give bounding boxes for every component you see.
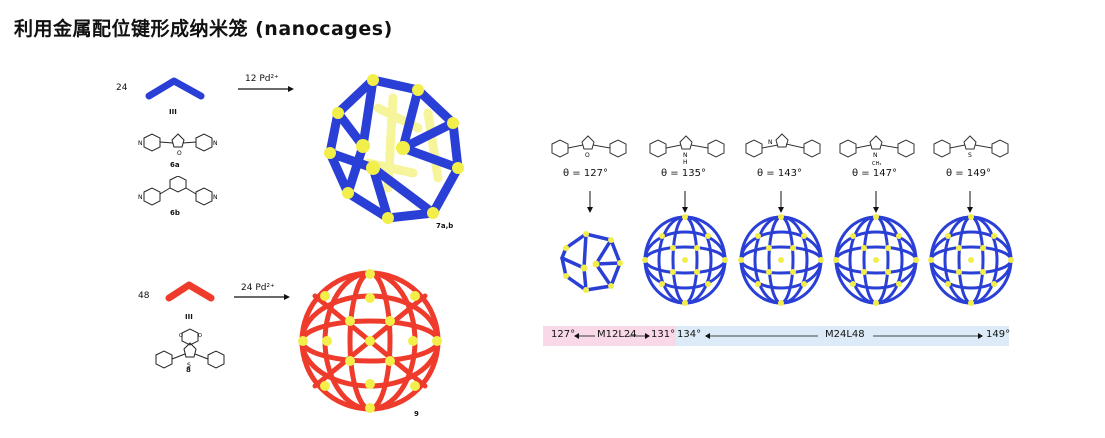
ligand-label-iii: III (169, 108, 177, 116)
molecule-label-8: 8 (186, 366, 191, 374)
red-nanocage-m24l48-icon (298, 269, 442, 413)
large-nanocage-147-icon (833, 214, 919, 306)
down-arrow-3-icon (778, 191, 784, 213)
large-nanocage-149-icon (928, 214, 1014, 306)
svg-text:O: O (585, 152, 590, 159)
large-nanocage-143-icon (738, 214, 824, 306)
down-arrow-2-icon (682, 191, 688, 213)
reagent-label-12pd: 12 Pd²⁺ (245, 74, 279, 84)
reagent-label-24pd: 24 Pd²⁺ (241, 283, 275, 293)
theta-label-147: θ = 147° (852, 168, 897, 179)
svg-text:S: S (968, 152, 972, 159)
ligand-furan-icon: O (551, 135, 627, 159)
molecule-6a-icon: O N N (138, 133, 218, 157)
molecule-6b-icon: N N (138, 176, 218, 206)
theta-label-135: θ = 135° (661, 168, 706, 179)
product-label-9: 9 (414, 410, 419, 418)
range-end-131: 131° (651, 329, 676, 340)
svg-text:O: O (177, 150, 182, 157)
svg-text:N: N (768, 139, 773, 146)
page-title: 利用金属配位键形成纳米笼 (nanocages) (14, 18, 393, 40)
angle-range-bar: 127° M12L24 131° 134° M24L48 149° (543, 326, 1011, 346)
range-start-134: 134° (677, 329, 702, 340)
svg-text:N: N (213, 194, 218, 201)
molecule-label-6a: 6a (170, 161, 180, 169)
range-start-127: 127° (551, 329, 576, 340)
molecule-label-6b: 6b (170, 209, 180, 217)
range-arrows-icon (574, 333, 983, 339)
svg-text:CH₃: CH₃ (872, 161, 881, 167)
ligand-label-iii-2: III (185, 313, 193, 321)
reaction-arrow-icon (238, 86, 294, 92)
red-ligand-bent-icon (165, 281, 215, 302)
product-label-7ab: 7a,b (436, 222, 454, 230)
svg-text:O: O (179, 333, 183, 339)
svg-text:O: O (198, 333, 202, 339)
blue-ligand-bent-icon (145, 77, 205, 100)
ligand-count-48: 48 (138, 291, 150, 301)
theta-label-127: θ = 127° (563, 168, 608, 179)
molecule-8-icon: S O O (155, 328, 225, 369)
svg-text:N: N (213, 140, 218, 147)
ligand-count-24: 24 (116, 83, 128, 93)
range-label-m12l24: M12L24 (597, 329, 637, 340)
small-nanocage-m12l24-icon (560, 231, 623, 293)
range-m24l48 (676, 326, 1009, 346)
svg-text:H: H (683, 159, 688, 166)
svg-text:N: N (138, 194, 143, 201)
ligand-thiophene-icon: S (933, 135, 1009, 159)
ligand-pyrrole-nh-icon: N H (649, 135, 725, 166)
down-arrow-5-icon (967, 191, 973, 213)
down-arrow-4-icon (873, 191, 879, 213)
svg-text:N: N (873, 152, 878, 159)
ligand-pyrrole-n-icon: N (745, 133, 821, 158)
range-end-149: 149° (986, 329, 1011, 340)
svg-text:S: S (187, 362, 191, 369)
theta-label-143: θ = 143° (757, 168, 802, 179)
down-arrow-1-icon (587, 191, 593, 213)
ligand-pyrrole-nmethyl-icon: N CH₃ (839, 135, 915, 167)
reaction-arrow-2-icon (234, 294, 290, 300)
range-m12l24 (543, 326, 676, 346)
large-nanocage-135-icon (642, 214, 728, 306)
theta-label-149: θ = 149° (946, 168, 991, 179)
range-label-m24l48: M24L48 (825, 329, 865, 340)
svg-text:N: N (683, 152, 688, 159)
svg-text:N: N (138, 140, 143, 147)
blue-nanocage-m12l24-icon (324, 74, 464, 224)
